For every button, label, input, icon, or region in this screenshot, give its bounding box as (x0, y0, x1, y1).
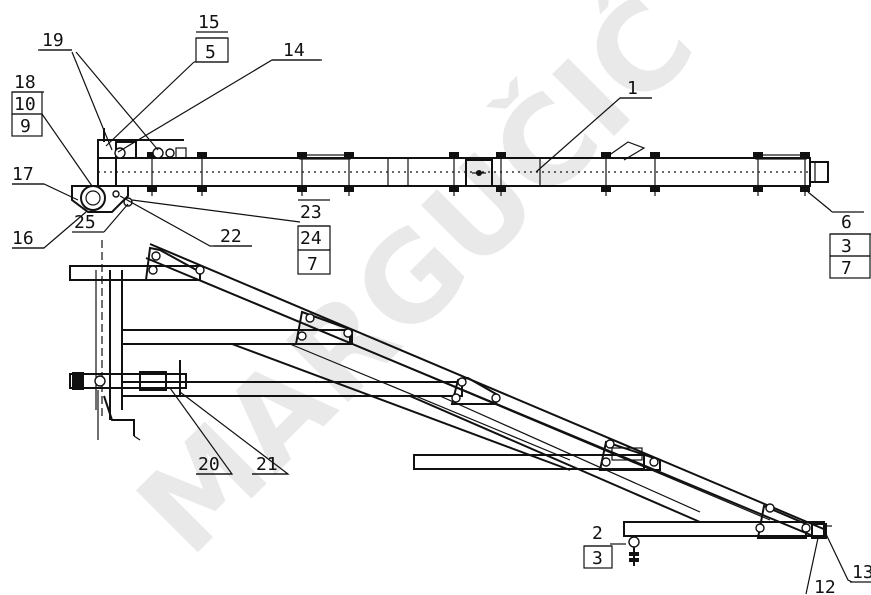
callout-12: 12 (814, 577, 836, 595)
callout-5: 5 (205, 42, 216, 63)
callout-2: 2 (592, 523, 603, 544)
callout-20: 20 (198, 454, 220, 475)
callout-17: 17 (12, 164, 34, 185)
callout-15: 15 (198, 12, 220, 33)
callout-boxes (11, 31, 871, 583)
callout-19: 19 (42, 30, 64, 51)
callout-21: 21 (256, 454, 278, 475)
callout-18: 18 (14, 72, 36, 93)
callout-22: 22 (220, 226, 242, 247)
callout-25: 25 (74, 212, 96, 233)
callout-1: 1 (627, 78, 638, 99)
callout-6: 6 (841, 212, 852, 233)
callout-3: 3 (592, 548, 603, 569)
truss-frame (69, 240, 832, 566)
callout-13: 13 (852, 562, 871, 583)
callout-10: 10 (14, 94, 36, 115)
top-beam-bolts (147, 152, 810, 196)
callout-3: 3 (841, 236, 852, 257)
callout-16: 16 (12, 228, 34, 249)
beam-clamp-assembly (71, 128, 187, 213)
callout-23: 23 (300, 202, 322, 223)
callout-7: 7 (841, 258, 852, 279)
callout-9: 9 (20, 116, 31, 137)
callout-labels: 1 2 3 3 5 6 7 7 9 10 12 13 14 15 16 17 1… (12, 12, 871, 595)
callout-24: 24 (300, 228, 322, 249)
callout-7: 7 (307, 254, 318, 275)
callout-14: 14 (283, 40, 305, 61)
